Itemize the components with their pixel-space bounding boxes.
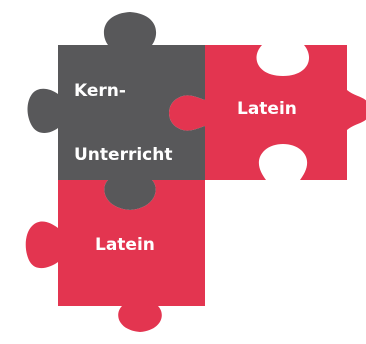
kern-label-line2: Unterricht — [74, 145, 173, 165]
puzzle-piece-latein-right — [169, 45, 366, 180]
latein-bottom-label: Latein — [95, 235, 155, 255]
puzzle-piece-latein-bottom — [25, 180, 206, 332]
latein-right-label: Latein — [237, 99, 297, 119]
puzzle-piece-kern — [27, 12, 205, 210]
kern-label-line1: Kern- — [74, 81, 126, 101]
